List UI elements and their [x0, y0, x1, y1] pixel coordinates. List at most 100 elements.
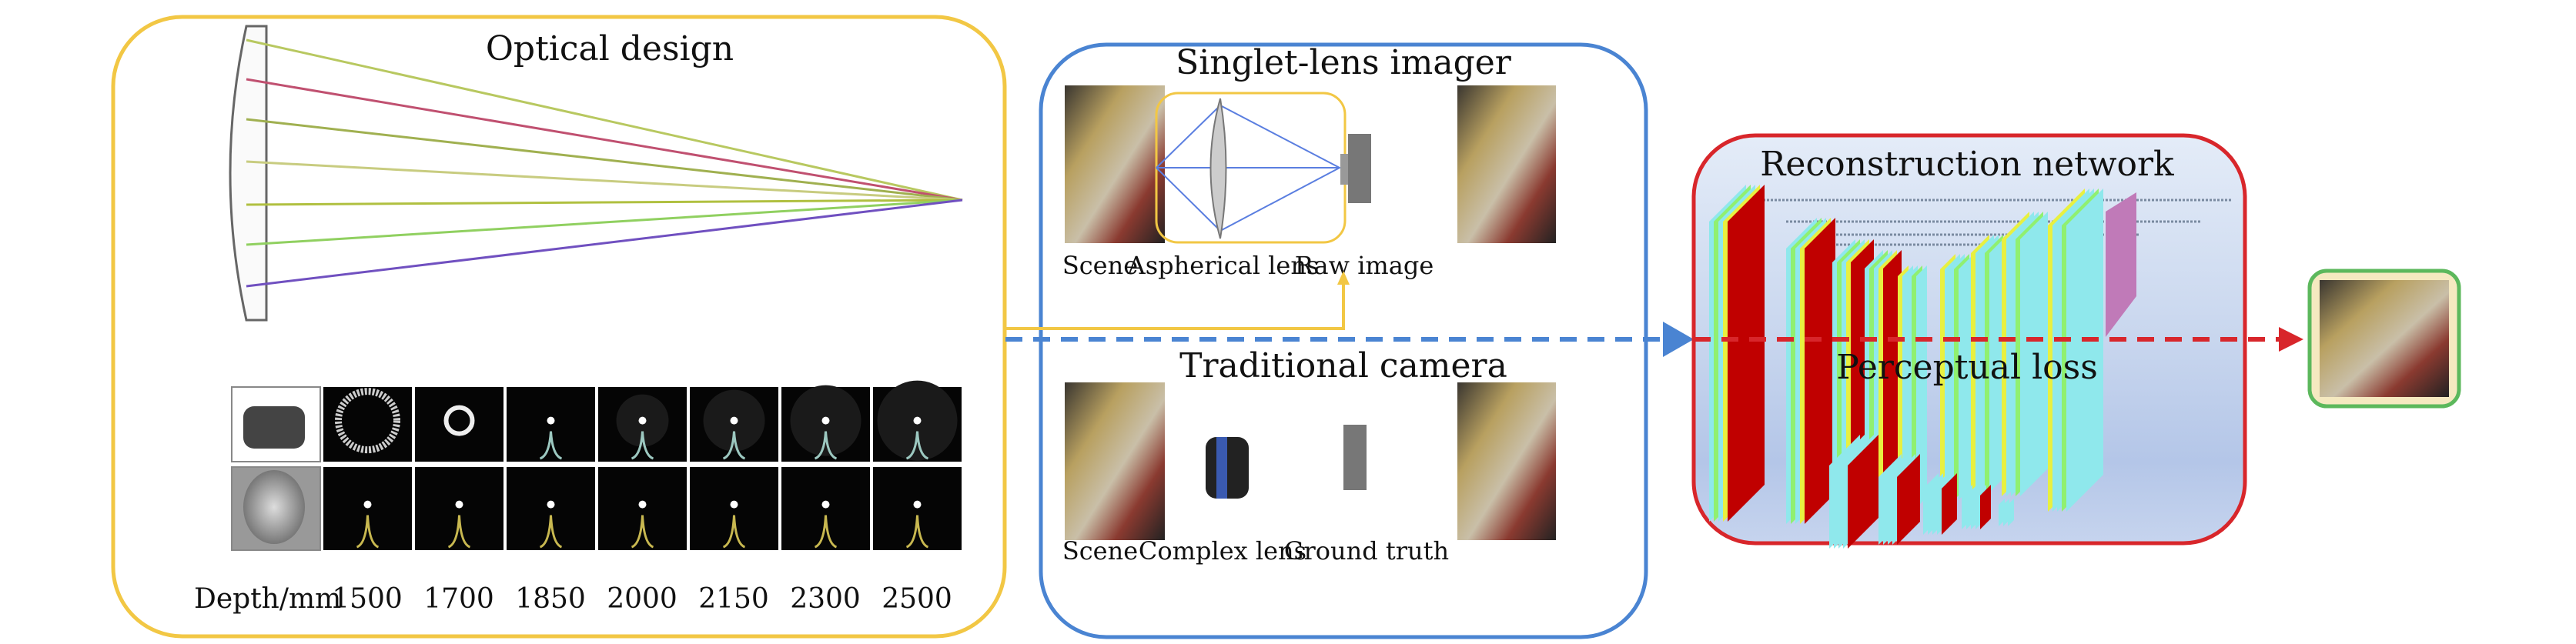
optical-design-border — [111, 15, 1007, 639]
psf-ring — [335, 388, 400, 454]
complex-lens-icon — [1206, 437, 1249, 499]
psf-spot — [638, 500, 647, 509]
network-layer — [1959, 254, 1974, 500]
design-arrow-head — [1337, 271, 1350, 285]
aspherical-lens-icon — [1156, 98, 1342, 239]
psf-profile — [447, 515, 471, 549]
light-ray — [246, 118, 963, 202]
loss-layer — [1848, 435, 1878, 549]
psf-spot — [821, 500, 830, 509]
lens-element-icon — [243, 470, 305, 544]
psf-profile — [722, 515, 746, 549]
sensor-icon — [1348, 134, 1371, 203]
label-scene-2: Scene — [1062, 536, 1138, 566]
scene-image-2 — [1065, 382, 1165, 540]
light-ray — [246, 199, 963, 206]
psf-spot — [547, 416, 555, 425]
design-to-lens-arrow — [1005, 282, 1345, 330]
network-layer — [1883, 250, 1902, 519]
psf-spot — [363, 500, 372, 509]
psf-cell — [873, 467, 962, 550]
singlet-title: Singlet-lens imager — [1176, 43, 1512, 82]
psf-spot — [913, 416, 922, 425]
psf-spot — [821, 416, 830, 425]
label-scene: Scene — [1062, 251, 1138, 280]
psf-profile — [356, 515, 380, 549]
traditional-title: Traditional camera — [1179, 346, 1507, 385]
psf-cell — [781, 467, 870, 550]
light-ray — [246, 78, 963, 202]
psf-cell — [507, 467, 595, 550]
ground-truth-image — [1457, 382, 1556, 540]
psf-cell — [415, 467, 503, 550]
psf-cell — [323, 467, 412, 550]
label-raw-image: Raw image — [1295, 251, 1434, 280]
light-ray — [246, 199, 963, 246]
psf-cell — [323, 387, 412, 462]
psf-cell — [598, 467, 687, 550]
raw-image — [1457, 85, 1556, 243]
loss-layer — [1897, 454, 1920, 545]
output-layer — [2106, 192, 2136, 337]
sensor-mount-icon — [1340, 154, 1348, 185]
depth-axis-label: Depth/mm — [194, 583, 341, 615]
red-arrow-head — [2279, 327, 2303, 352]
psf-profile — [631, 515, 654, 549]
depth-label: 2300 — [790, 583, 861, 615]
loss-layer — [1980, 485, 1991, 529]
loss-title: Perceptual loss — [1836, 348, 2098, 387]
depth-label: 1850 — [515, 583, 586, 615]
psf-grid — [231, 380, 962, 551]
loss-layer — [2008, 499, 2014, 526]
psf-cell — [415, 387, 503, 462]
depth-label: 2150 — [698, 583, 769, 615]
network-title: Reconstruction network — [1760, 145, 2174, 184]
ray-trace — [246, 38, 963, 288]
output-image — [2320, 280, 2449, 397]
depth-label: 1500 — [332, 583, 403, 615]
reconstruction-network-layers — [1709, 185, 2233, 526]
light-ray — [246, 199, 963, 288]
lens-barrel-icon — [243, 406, 305, 449]
psf-spot — [913, 500, 922, 509]
light-ray — [246, 38, 963, 202]
psf-spot — [638, 416, 647, 425]
psf-profile — [905, 515, 929, 549]
scene-image — [1065, 85, 1165, 243]
psf-profile — [539, 431, 563, 460]
psf-spot — [547, 500, 555, 509]
light-ray — [246, 160, 963, 202]
label-ground-truth: Ground truth — [1284, 536, 1449, 566]
optical-design-panel: Optical design Depth/mm 1500 1700 1850 2000… — [111, 15, 1007, 639]
psf-spot — [455, 500, 463, 509]
psf-profile — [631, 431, 654, 460]
depth-label: 1700 — [423, 583, 494, 615]
psf-cell — [690, 467, 778, 550]
psf-ring — [443, 405, 475, 436]
loss-layer — [1942, 473, 1957, 535]
psf-spot — [730, 416, 738, 425]
network-layer — [2020, 212, 2048, 496]
network-layer — [2066, 189, 2103, 512]
optical-design-title: Optical design — [486, 29, 734, 68]
imager-panel: Singlet-lens imager Scene Aspherical len… — [1039, 42, 1648, 639]
singlet-lens-profile — [229, 25, 268, 322]
psf-profile — [814, 431, 838, 460]
sensor-icon-2 — [1343, 425, 1367, 490]
psf-profile — [539, 515, 563, 549]
psf-spot — [730, 500, 738, 509]
psf-profile — [814, 515, 838, 549]
label-aspherical-lens: Aspherical lens — [1127, 251, 1320, 280]
psf-profile — [905, 431, 929, 460]
depth-label: 2000 — [607, 583, 677, 615]
psf-profile — [722, 431, 746, 460]
network-layer — [1916, 265, 1927, 508]
network-layer — [1728, 185, 1765, 522]
perceptual-loss-layers — [1829, 435, 2014, 549]
blue-arrow-head — [1663, 322, 1694, 357]
network-layer — [1805, 218, 1835, 524]
network-panel: Reconstruction network Perceptual loss — [1691, 133, 2247, 549]
label-complex-lens: Complex lens — [1139, 536, 1306, 566]
